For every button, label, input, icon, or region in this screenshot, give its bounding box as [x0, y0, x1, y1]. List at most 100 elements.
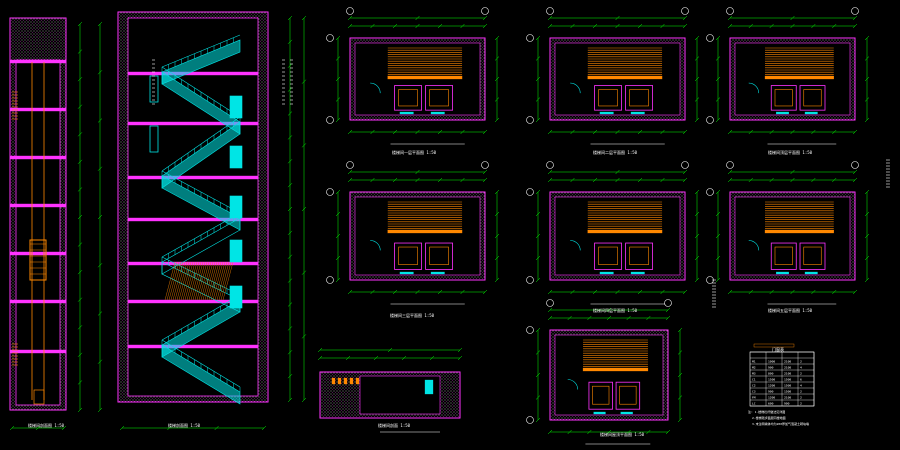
dimension-tick — [727, 169, 733, 175]
legend-cell: M1 — [752, 360, 756, 364]
dimension-tick — [570, 23, 575, 29]
plan-4-elevator-car-b — [429, 246, 449, 265]
dimension-tick — [646, 429, 651, 435]
stair-hatch — [166, 261, 178, 301]
dimension-tick — [97, 70, 103, 75]
dimension-tick — [77, 104, 83, 109]
plan-8-grid-bubble — [546, 299, 554, 307]
plan-1-elevator-car-a — [398, 89, 418, 107]
legend-cell: 1500 — [784, 384, 791, 388]
dimension-tick — [637, 23, 643, 29]
stair-hatch — [216, 261, 228, 301]
plan-4-elevator-car-a — [398, 246, 418, 265]
dimension-tick — [694, 117, 700, 123]
dimension-tick — [535, 372, 541, 378]
floor-slab — [9, 349, 67, 354]
legend-cell: 2 — [800, 396, 802, 400]
dimension-tick — [301, 79, 307, 84]
dimension-tick — [35, 425, 41, 431]
dimension-tick — [682, 129, 688, 135]
dimension-tick — [715, 56, 721, 61]
dimension-tick — [494, 56, 500, 61]
dimension-tick — [301, 143, 307, 148]
dimension-tick — [9, 425, 15, 431]
dimension-tick — [335, 255, 341, 261]
stair-hatch — [220, 261, 232, 301]
dimension-tick — [301, 334, 307, 339]
plan-2-elevator-car-b — [629, 89, 649, 107]
dimension-tick — [831, 289, 837, 295]
legend-cell: 2100 — [784, 372, 791, 376]
dimension-tick — [811, 129, 816, 135]
dimension-tick — [301, 15, 307, 21]
dimension-tick — [415, 129, 420, 135]
dimension-tick — [715, 211, 721, 217]
dimension-tick — [694, 277, 700, 283]
plan-5-grid-bubble — [526, 188, 534, 196]
dimension-tick — [852, 23, 858, 29]
stair-hatch — [212, 261, 224, 301]
stair-hatch — [172, 261, 184, 301]
dimension-tick — [694, 97, 700, 102]
dimension-tick — [790, 169, 795, 175]
dimension-tick — [335, 56, 341, 61]
stair-hatch — [178, 261, 190, 301]
floor-slab — [127, 217, 259, 222]
dimension-tick — [715, 189, 721, 195]
stair-handrail — [161, 256, 241, 296]
dimension-tick — [287, 326, 293, 331]
dimension-tick — [615, 177, 620, 183]
dimension-tick — [547, 129, 553, 135]
plan-5-landing-edge — [587, 229, 663, 234]
dimension-tick — [852, 177, 858, 183]
dimension-tick — [345, 355, 351, 361]
dimension-tick — [97, 311, 103, 316]
legend-cell: M2 — [752, 366, 756, 370]
dimension-tick — [335, 211, 341, 217]
plan-3-door-glass — [776, 111, 789, 115]
dimension-tick — [694, 211, 700, 217]
dimension-tick — [748, 289, 754, 295]
dimension-tick — [482, 169, 488, 175]
plan-8-elevator-shaft-a — [588, 381, 613, 410]
dimension-tick — [287, 111, 293, 116]
plan-8-grid-bubble — [526, 416, 534, 424]
legend-cell: 2100 — [784, 360, 791, 364]
dimension-tick — [547, 15, 553, 21]
dimension-tick — [415, 169, 420, 175]
dimension-tick — [769, 289, 774, 295]
floor-slab — [127, 121, 259, 126]
plan-8-door-swing — [567, 379, 578, 390]
stair-hatch — [170, 261, 182, 301]
legend-cell: 2 — [800, 360, 802, 364]
dimension-tick — [592, 129, 598, 135]
floor-slab — [127, 71, 259, 76]
dimension-tick — [547, 177, 553, 183]
legend-cell: C2 — [752, 384, 756, 388]
dimension-tick — [852, 129, 858, 135]
stair-handrail — [161, 339, 241, 388]
dimension-tick — [547, 315, 553, 321]
title-plan-5: 楼梯间四层平面图 1:50 — [593, 308, 638, 313]
dimension-tick — [665, 429, 671, 435]
dimension-tick — [864, 255, 870, 261]
plan-8-door-glass — [593, 411, 606, 415]
plan-4-elevator-shaft-a — [394, 242, 422, 270]
dimension-tick — [77, 49, 83, 54]
plan-3-elevator-car-b — [803, 89, 822, 107]
dimension-tick — [347, 169, 353, 175]
plan-5-grid-bubble — [526, 276, 534, 284]
dimension-tick — [615, 15, 620, 21]
dimension-tick — [437, 129, 443, 135]
floor-slab — [127, 344, 259, 349]
dimension-tick — [811, 289, 816, 295]
dimension-tick — [335, 35, 341, 41]
dimension-tick — [790, 177, 795, 183]
floor-slab — [9, 155, 67, 160]
stair-hatch — [200, 261, 212, 301]
plan-1-grid-bubble — [326, 34, 334, 42]
dimension-tick — [587, 315, 592, 321]
dimension-tick — [694, 35, 700, 41]
plan-7-stair-mark — [349, 377, 354, 385]
